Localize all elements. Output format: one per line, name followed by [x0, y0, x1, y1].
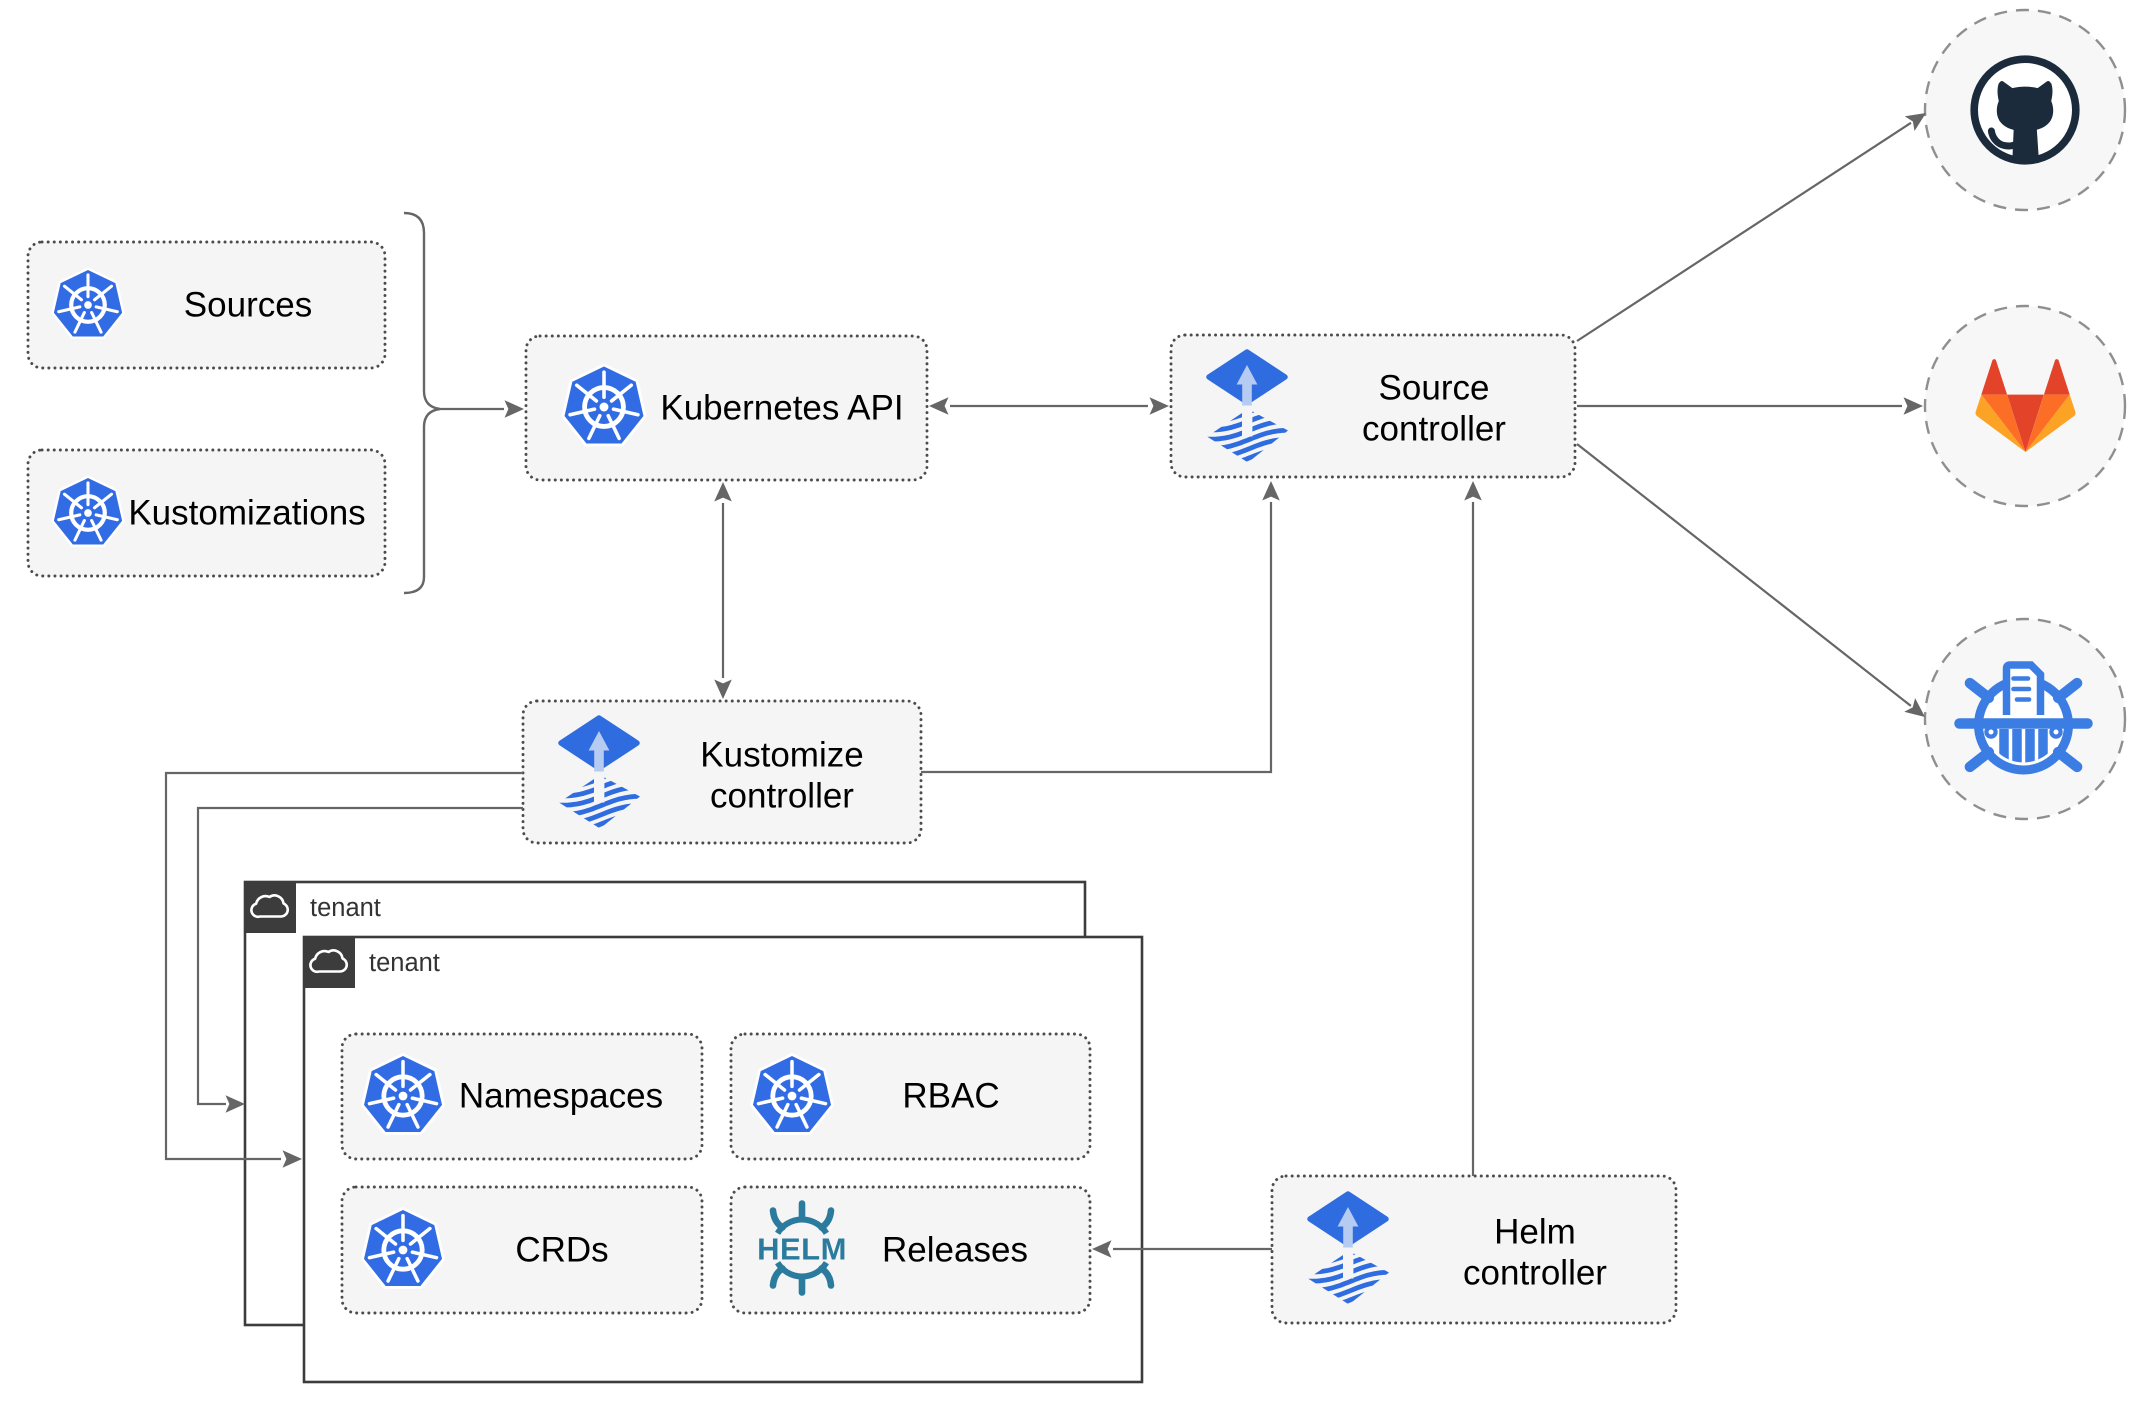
svg-text:HELM: HELM	[757, 1232, 847, 1267]
svg-text:Helm: Helm	[1494, 1213, 1576, 1252]
svg-text:Source: Source	[1379, 369, 1490, 408]
svg-text:CRDs: CRDs	[515, 1231, 608, 1270]
svg-text:Releases: Releases	[882, 1231, 1028, 1270]
svg-text:Kustomizations: Kustomizations	[128, 494, 365, 533]
svg-text:Sources: Sources	[184, 286, 312, 325]
svg-text:Kustomize: Kustomize	[700, 736, 863, 775]
svg-text:tenant: tenant	[369, 949, 440, 977]
svg-text:controller: controller	[1362, 410, 1506, 449]
svg-text:tenant: tenant	[310, 894, 381, 922]
svg-text:controller: controller	[710, 777, 854, 816]
svg-text:controller: controller	[1463, 1254, 1607, 1293]
svg-text:RBAC: RBAC	[902, 1077, 999, 1116]
svg-text:Kubernetes API: Kubernetes API	[660, 389, 903, 428]
svg-text:Namespaces: Namespaces	[459, 1077, 663, 1116]
